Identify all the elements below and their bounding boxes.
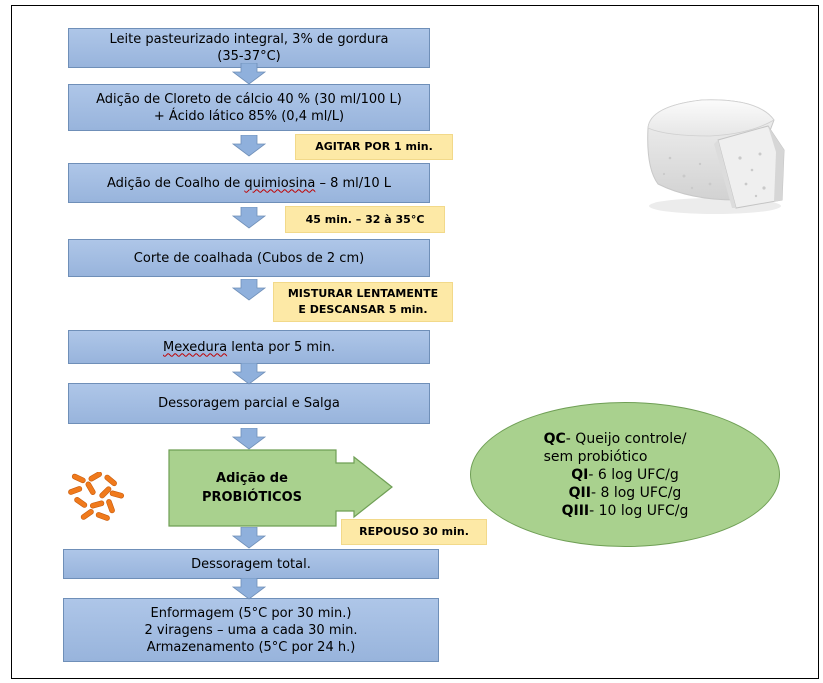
treatments-list: QC- Queijo controle/ sem probiótico QI- … bbox=[544, 430, 689, 520]
step-milk-line1: Leite pasteurizado integral, 3% de gordu… bbox=[109, 32, 389, 47]
treatment-qi-code: QI bbox=[571, 466, 589, 483]
step-curd-cut-label: Corte de coalhada (Cubos de 2 cm) bbox=[133, 250, 365, 266]
treatment-qi: QI- 6 log UFC/g bbox=[571, 466, 678, 484]
note-agitate-label: AGITAR POR 1 min. bbox=[315, 140, 433, 153]
step-stirring-post: lenta por 5 min. bbox=[227, 339, 335, 355]
step-rennet-underlined: quimiosina bbox=[244, 175, 316, 191]
down-arrow-3 bbox=[232, 207, 266, 229]
note-time-temp: 45 min. – 32 à 35°C bbox=[285, 206, 445, 233]
step-partial-whey: Dessoragem parcial e Salga bbox=[68, 383, 430, 424]
note-time-temp-label: 45 min. – 32 à 35°C bbox=[305, 212, 425, 226]
treatment-qc: QC- Queijo controle/ bbox=[544, 430, 687, 448]
step-rennet: Adição de Coalho de quimiosina – 8 ml/10… bbox=[68, 163, 430, 203]
down-arrow-6 bbox=[232, 428, 266, 450]
treatment-qc-cont: sem probiótico bbox=[544, 448, 648, 466]
step-stirring-label: Mexedura lenta por 5 min. bbox=[163, 339, 335, 356]
step-stirring-underlined: Mexedura bbox=[162, 339, 228, 355]
step-final-whey: Dessoragem total. bbox=[63, 549, 439, 579]
treatment-qiii: QIII- 10 log UFC/g bbox=[562, 502, 689, 520]
step-probiotics-line2: PROBIÓTICOS bbox=[201, 490, 303, 505]
treatment-qc-code: QC bbox=[543, 430, 566, 447]
down-arrow-4 bbox=[232, 279, 266, 301]
step-final-whey-label: Dessoragem total. bbox=[191, 556, 311, 572]
step-calcium-line2: + Ácido lático 85% (0,4 ml/L) bbox=[153, 108, 345, 124]
step-rennet-pre: Adição de Coalho de bbox=[106, 175, 245, 191]
probiotic-addition-arrow-shape bbox=[168, 449, 393, 527]
note-agitate: AGITAR POR 1 min. bbox=[295, 134, 453, 160]
note-mix-line1: MISTURAR LENTAMENTE bbox=[287, 287, 439, 300]
step-calcium-chloride: Adição de Cloreto de cálcio 40 % (30 ml/… bbox=[68, 84, 430, 131]
treatment-qiii-text: - 10 log UFC/g bbox=[589, 502, 689, 519]
treatment-qii-text: - 8 log UFC/g bbox=[590, 484, 682, 501]
treatment-qc-text: - Queijo controle/ bbox=[565, 430, 687, 447]
treatment-qi-text: - 6 log UFC/g bbox=[588, 466, 679, 483]
down-arrow-5 bbox=[232, 363, 266, 385]
step-stirring: Mexedura lenta por 5 min. bbox=[68, 330, 430, 364]
step-moulding: Enformagem (5°C por 30 min.) 2 viragens … bbox=[63, 598, 439, 662]
step-calcium-line1: Adição de Cloreto de cálcio 40 % (30 ml/… bbox=[96, 91, 402, 107]
treatments-ellipse: QC- Queijo controle/ sem probiótico QI- … bbox=[470, 402, 780, 547]
step-probiotics: Adição de PROBIÓTICOS bbox=[168, 452, 336, 524]
step-partial-whey-label: Dessoragem parcial e Salga bbox=[158, 396, 340, 411]
down-arrow-8 bbox=[232, 578, 266, 600]
note-rest: REPOUSO 30 min. bbox=[341, 519, 487, 545]
step-milk-line2: (35-37°C) bbox=[217, 49, 281, 64]
probiotic-capsules-image bbox=[68, 472, 125, 521]
step-moulding-line3: Armazenamento (5°C por 24 h.) bbox=[146, 639, 356, 655]
treatment-qii: QII- 8 log UFC/g bbox=[569, 484, 682, 502]
cheese-wheel-image bbox=[647, 99, 785, 214]
step-moulding-line1: Enformagem (5°C por 30 min.) bbox=[150, 605, 352, 621]
treatment-qiii-code: QIII bbox=[561, 502, 590, 519]
step-milk: Leite pasteurizado integral, 3% de gordu… bbox=[68, 28, 430, 68]
step-curd-cut: Corte de coalhada (Cubos de 2 cm) bbox=[68, 239, 430, 277]
down-arrow-2 bbox=[232, 135, 266, 157]
note-rest-label: REPOUSO 30 min. bbox=[359, 525, 469, 538]
treatment-qii-code: QII bbox=[568, 484, 591, 501]
step-rennet-label: Adição de Coalho de quimiosina – 8 ml/10… bbox=[107, 175, 391, 192]
note-mix-line2: E DESCANSAR 5 min. bbox=[298, 303, 428, 316]
down-arrow-7 bbox=[232, 527, 266, 549]
step-rennet-post: – 8 ml/10 L bbox=[315, 175, 392, 191]
treatment-qc-cont-text: sem probiótico bbox=[543, 448, 648, 465]
step-moulding-line2: 2 viragens – uma a cada 30 min. bbox=[144, 622, 358, 638]
down-arrow-1 bbox=[232, 63, 266, 85]
step-probiotics-line1: Adição de bbox=[216, 471, 288, 486]
note-mix-slowly: MISTURAR LENTAMENTE E DESCANSAR 5 min. bbox=[273, 282, 453, 322]
